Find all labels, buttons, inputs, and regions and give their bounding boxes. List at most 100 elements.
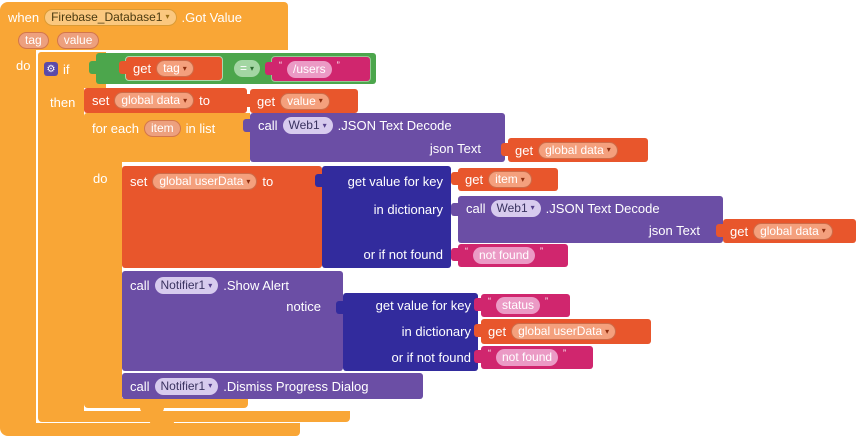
operator-label: = bbox=[240, 61, 248, 75]
jsontext-arg-label: json Text bbox=[429, 141, 481, 156]
when-firebase-gotvalue-block[interactable]: when Firebase_Database1 ▾ .Got Value tag… bbox=[0, 2, 288, 50]
method-name-label: .JSON Text Decode bbox=[337, 118, 452, 133]
string-users-block[interactable]: “ /users ” bbox=[265, 56, 371, 82]
string-status-block[interactable]: “ status ” bbox=[474, 294, 570, 317]
to-label: to bbox=[262, 174, 274, 189]
chevron-down-icon: ▾ bbox=[208, 280, 213, 290]
variable-name: item bbox=[495, 172, 518, 186]
dict-get-value-for-key-block-1[interactable]: get value for key in dictionary or if no… bbox=[315, 166, 451, 268]
string-not-found-block-2[interactable]: “ not found ” bbox=[474, 346, 593, 369]
if-bar-connector-nub bbox=[150, 421, 174, 427]
call-label: call bbox=[466, 200, 486, 216]
chevron-down-icon: ▾ bbox=[821, 226, 826, 235]
when-keyword: when bbox=[8, 9, 40, 25]
variable-name: global data bbox=[760, 223, 819, 238]
variable-dropdown-global-userdata[interactable]: global userData ▾ bbox=[511, 323, 617, 340]
call-notifier-dismiss-block[interactable]: call Notifier1 ▾ .Dismiss Progress Dialo… bbox=[122, 373, 423, 399]
get-value-plug bbox=[243, 94, 251, 107]
foreach-label: for each bbox=[92, 121, 139, 136]
get-global-data-plug bbox=[716, 224, 724, 237]
to-label: to bbox=[199, 93, 210, 108]
get-global-data-block-1[interactable]: get global data ▾ bbox=[501, 138, 648, 162]
get-value-for-key-label: get value for key bbox=[347, 174, 443, 189]
dict-get-value-for-key-block-2[interactable]: get value for key in dictionary or if no… bbox=[336, 293, 478, 371]
chevron-down-icon: ▾ bbox=[318, 96, 323, 105]
get-label: get bbox=[257, 93, 276, 109]
inlist-label: in list bbox=[185, 121, 216, 136]
foreach-block-header[interactable]: for each item in list bbox=[84, 113, 250, 162]
foreach-do-label: do bbox=[93, 171, 108, 186]
open-quote: “ bbox=[488, 296, 491, 306]
get-item-block[interactable]: get item ▾ bbox=[451, 168, 558, 191]
chevron-down-icon: ▾ bbox=[322, 120, 327, 130]
variable-dropdown-global-data[interactable]: global data ▾ bbox=[753, 222, 833, 240]
variable-dropdown-global-data[interactable]: global data ▾ bbox=[114, 92, 195, 109]
call-web1-plug bbox=[451, 203, 459, 216]
mutator-gear-icon[interactable]: ⚙ bbox=[44, 62, 58, 76]
in-dictionary-label: in dictionary bbox=[373, 202, 443, 217]
get-global-data-plug bbox=[501, 143, 509, 156]
chevron-down-icon: ▾ bbox=[182, 63, 187, 73]
chevron-down-icon: ▾ bbox=[250, 63, 255, 73]
set-global-data-block[interactable]: set global data ▾ to bbox=[84, 88, 247, 113]
string-plug bbox=[474, 350, 482, 363]
foreach-item-param[interactable]: item bbox=[143, 120, 181, 137]
logic-compare-block[interactable]: get tag ▾ = ▾ “ /users ” bbox=[89, 53, 376, 84]
variable-name: tag bbox=[163, 61, 180, 75]
get-label: get bbox=[465, 172, 484, 187]
if-block-spine[interactable]: then bbox=[38, 88, 84, 411]
chevron-down-icon: ▾ bbox=[246, 176, 251, 186]
get-global-userdata-block[interactable]: get global userData ▾ bbox=[474, 319, 651, 344]
variable-name: global userData bbox=[518, 324, 603, 338]
string-plug bbox=[474, 298, 482, 311]
string-users-plug bbox=[265, 62, 273, 75]
variable-dropdown-global-userdata[interactable]: global userData ▾ bbox=[152, 173, 258, 190]
or-if-not-found-label: or if not found bbox=[391, 350, 472, 365]
string-users-field[interactable]: /users bbox=[287, 60, 332, 78]
event-param-tag[interactable]: tag bbox=[18, 31, 49, 49]
event-param-value[interactable]: value bbox=[56, 31, 100, 49]
call-label: call bbox=[258, 118, 278, 133]
jsontext-arg-label: json Text bbox=[648, 223, 700, 238]
string-not-found-block-1[interactable]: “ not found ” bbox=[451, 244, 568, 267]
foreach-block-spine[interactable]: do bbox=[84, 162, 122, 398]
component-dropdown-notifier1[interactable]: Notifier1 ▾ bbox=[154, 277, 219, 294]
string-status-field[interactable]: status bbox=[496, 297, 541, 314]
notice-arg-label: notice bbox=[286, 299, 321, 314]
component-name: Web1 bbox=[496, 200, 528, 215]
set-global-userdata-block[interactable]: set global userData ▾ to bbox=[122, 166, 322, 268]
string-not-found-field[interactable]: not found bbox=[496, 349, 559, 366]
or-if-not-found-label: or if not found bbox=[363, 247, 444, 262]
get-global-data-block-2[interactable]: get global data ▾ bbox=[716, 219, 856, 243]
component-dropdown-web1[interactable]: Web1 ▾ bbox=[490, 199, 541, 217]
get-item-plug bbox=[451, 172, 459, 185]
operator-dropdown[interactable]: = ▾ bbox=[234, 60, 261, 77]
variable-dropdown-value[interactable]: value ▾ bbox=[280, 92, 330, 110]
when-do-label: do bbox=[16, 58, 31, 73]
get-value-block[interactable]: get value ▾ bbox=[243, 89, 358, 113]
variable-name: global userData bbox=[159, 174, 244, 188]
call-web1-json-decode-block-1[interactable]: call Web1 ▾ .JSON Text Decode json Text bbox=[243, 113, 505, 162]
chevron-down-icon: ▾ bbox=[530, 203, 535, 212]
get-label: get bbox=[133, 61, 152, 76]
component-dropdown-firebase[interactable]: Firebase_Database1 ▾ bbox=[44, 8, 177, 26]
get-tag-plug bbox=[119, 61, 127, 74]
variable-dropdown-global-data[interactable]: global data ▾ bbox=[538, 141, 618, 159]
variable-dropdown-tag[interactable]: tag ▾ bbox=[156, 60, 194, 77]
method-name-label: .JSON Text Decode bbox=[545, 200, 660, 216]
chevron-down-icon: ▾ bbox=[165, 12, 170, 21]
component-dropdown-web1[interactable]: Web1 ▾ bbox=[282, 117, 333, 134]
string-not-found-field[interactable]: not found bbox=[473, 247, 536, 264]
variable-dropdown-item[interactable]: item ▾ bbox=[488, 171, 532, 188]
variable-name: global data bbox=[545, 142, 604, 157]
call-notifier-show-alert-block[interactable]: call Notifier1 ▾ .Show Alert notice bbox=[122, 271, 343, 371]
foreach-bar-connector-nub bbox=[140, 407, 164, 413]
dict1-plug bbox=[315, 174, 323, 187]
component-dropdown-notifier1[interactable]: Notifier1 ▾ bbox=[154, 377, 219, 395]
get-tag-block[interactable]: get tag ▾ bbox=[119, 56, 223, 81]
call-web1-json-decode-block-2[interactable]: call Web1 ▾ .JSON Text Decode json Text bbox=[451, 196, 723, 243]
chevron-down-icon: ▾ bbox=[520, 174, 525, 184]
close-quote: ” bbox=[563, 348, 567, 358]
when-block-spine[interactable]: do bbox=[0, 50, 36, 423]
